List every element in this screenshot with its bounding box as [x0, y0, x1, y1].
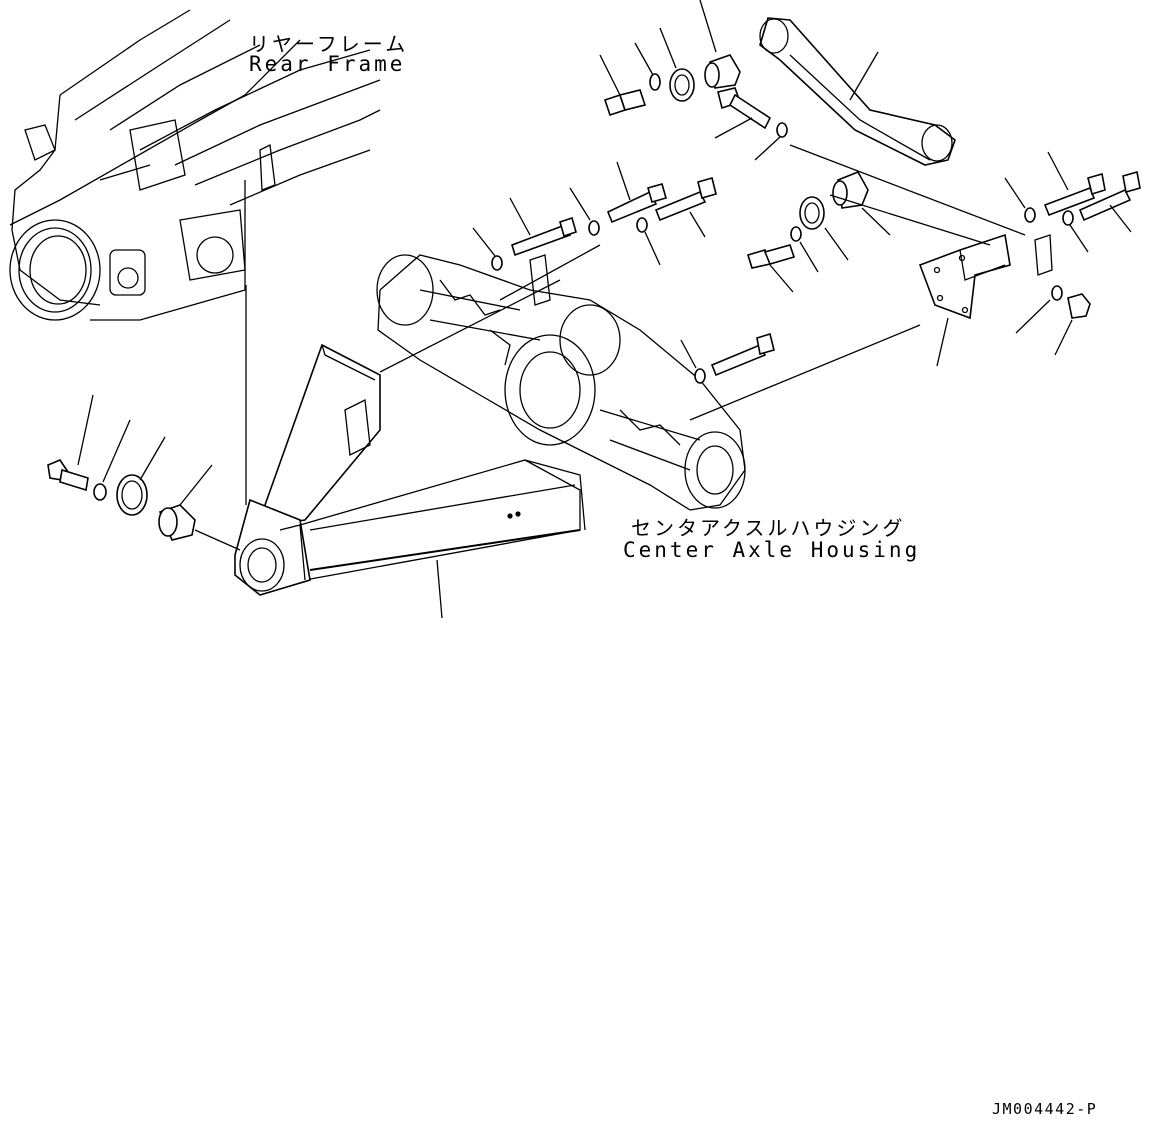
washers: [491, 73, 1074, 384]
rear-frame-part: [9, 9, 381, 321]
a-frame-arm-part: [234, 343, 586, 596]
center-axle-housing-label-en: Center Axle Housing: [623, 538, 921, 562]
arm-mount-fasteners: [47, 459, 241, 551]
upper-link-rod-part: [759, 17, 956, 166]
drawing-code: JM004442-P: [992, 1100, 1098, 1118]
center-axle-housing-part: [376, 254, 746, 511]
center-axle-housing-label-jp: センタアクスルハウジング: [631, 516, 906, 540]
assembly-guide-lines: [379, 144, 1026, 421]
rear-frame-label-jp: リヤーフレーム: [249, 32, 409, 56]
callout-leader-lines: [77, 0, 1132, 619]
right-bracket-part: [918, 233, 1053, 320]
bolts: [511, 87, 1141, 377]
rear-frame-label-en: Rear Frame: [249, 52, 406, 76]
